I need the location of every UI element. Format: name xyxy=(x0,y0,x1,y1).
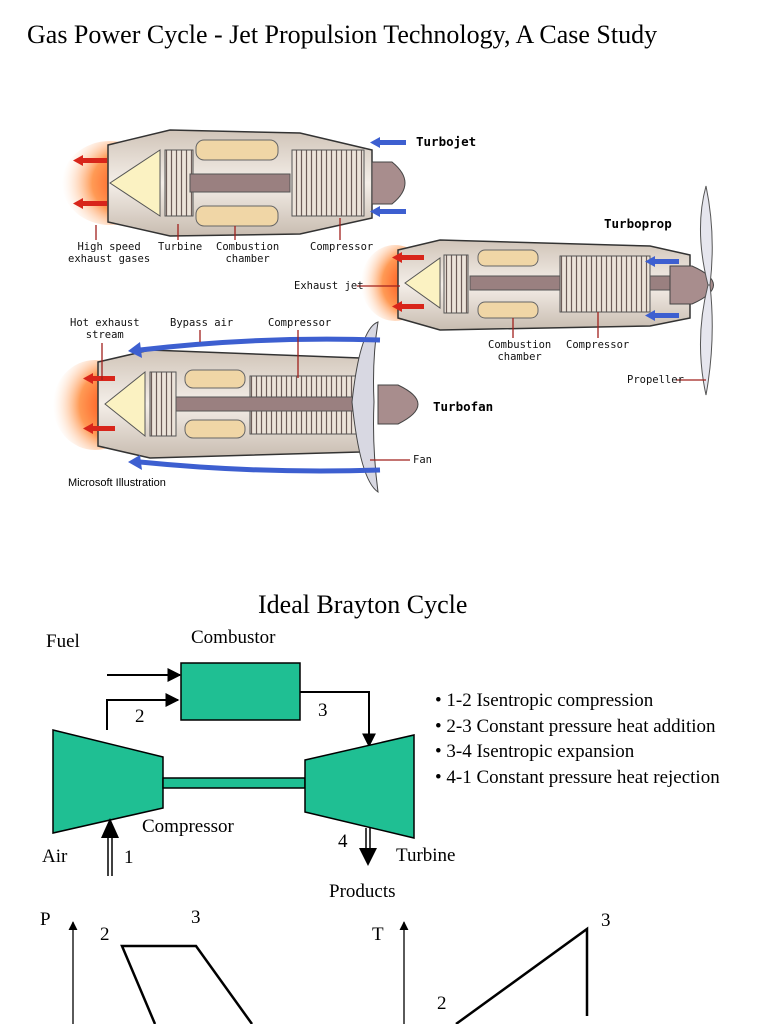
products-arrowhead xyxy=(359,848,377,866)
compressor-label-top: Compressor xyxy=(310,241,374,253)
combustor-box xyxy=(180,662,301,721)
process-item: • 2-3 Constant pressure heat addition xyxy=(435,715,716,737)
ts-cycle-path xyxy=(455,926,589,1024)
high-speed-exhaust-label: High speed exhaust gases xyxy=(68,241,150,265)
hot-exhaust-label: Hot exhaust stream xyxy=(70,317,140,341)
ts-diagram xyxy=(399,921,589,1024)
state-1-label: 1 xyxy=(124,847,134,868)
exhaust-jet-label: Exhaust jet xyxy=(294,280,364,292)
compressor-shape xyxy=(52,729,164,834)
hot-exhaust-line1: Hot exhaust xyxy=(70,317,140,329)
process-item: • 4-1 Constant pressure heat rejection xyxy=(435,766,720,788)
turbine-label: Turbine xyxy=(158,241,203,253)
turbojet-label: Turbojet xyxy=(416,134,477,149)
combustion-chamber-label-mid: Combustion chamber xyxy=(488,339,551,363)
flow-3-arrow xyxy=(300,691,376,748)
pv-point-2: 2 xyxy=(100,924,110,945)
state-4-label: 4 xyxy=(338,831,348,852)
pv-cycle-path xyxy=(120,944,254,1024)
combustion-chamber-label-top: Combustion chamber xyxy=(216,241,279,265)
air-label: Air xyxy=(42,846,68,867)
turboprop-engine xyxy=(357,185,714,396)
illustration-credit: Microsoft Illustration xyxy=(68,477,166,489)
ts-axis-label: T xyxy=(372,924,384,945)
combustion-chamber-top-line2: chamber xyxy=(225,253,270,265)
compressor-label: Compressor xyxy=(142,816,234,837)
fuel-label: Fuel xyxy=(46,631,80,652)
ts-point-2: 2 xyxy=(437,993,447,1014)
high-speed-exhaust-line1: High speed xyxy=(77,241,141,253)
compressor-label-mid: Compressor xyxy=(566,339,630,351)
combustor-label: Combustor xyxy=(191,627,276,648)
state-3-label: 3 xyxy=(318,700,328,721)
compressor-label-bottom: Compressor xyxy=(268,317,332,329)
pv-axis-label: P xyxy=(40,909,51,930)
fan-label: Fan xyxy=(413,454,432,466)
state-2-label: 2 xyxy=(135,706,145,727)
ts-point-3: 3 xyxy=(601,910,611,931)
shaft xyxy=(162,777,306,789)
pv-point-3: 3 xyxy=(191,907,201,928)
jet-engines-illustration xyxy=(53,129,714,494)
hot-exhaust-line2: stream xyxy=(85,329,124,341)
turbofan-label: Turbofan xyxy=(433,399,494,414)
turbine-shape xyxy=(304,734,415,839)
slide1-title: Gas Power Cycle - Jet Propulsion Technol… xyxy=(27,20,658,49)
turbojet-engine xyxy=(62,129,406,240)
slide2-title: Ideal Brayton Cycle xyxy=(258,590,468,619)
pv-diagram xyxy=(68,921,254,1024)
propeller-label: Propeller xyxy=(627,374,684,386)
high-speed-exhaust-line2: exhaust gases xyxy=(68,253,151,265)
air-inlet-arrowhead xyxy=(101,818,119,838)
turboprop-label: Turboprop xyxy=(604,216,672,231)
flow-2-arrow xyxy=(106,693,180,730)
combustion-chamber-top-line1: Combustion xyxy=(216,241,280,253)
process-item: • 1-2 Isentropic compression xyxy=(435,690,654,711)
process-item: • 3-4 Isentropic expansion xyxy=(435,741,635,762)
products-label: Products xyxy=(329,881,396,902)
combustion-chamber-mid-line2: chamber xyxy=(497,351,542,363)
process-list: • 1-2 Isentropic compression • 2-3 Const… xyxy=(435,688,720,790)
bypass-air-label: Bypass air xyxy=(170,317,234,329)
combustion-chamber-mid-line1: Combustion xyxy=(488,339,552,351)
turbine-label: Turbine xyxy=(396,845,456,866)
turbofan-engine xyxy=(53,321,419,494)
